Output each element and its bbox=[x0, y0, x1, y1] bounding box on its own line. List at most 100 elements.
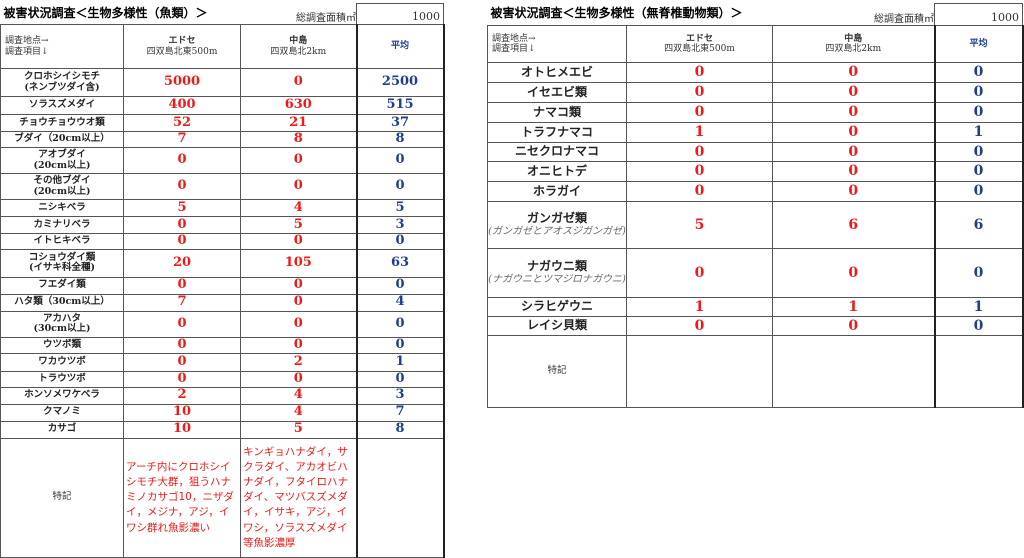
count-nakajima: 0 bbox=[772, 102, 936, 123]
note-edose bbox=[625, 335, 774, 408]
corner-header: 調査地点→調査項目↓ bbox=[0, 24, 124, 69]
average-header: 平均 bbox=[933, 25, 1024, 63]
note-average bbox=[355, 437, 445, 558]
count-edose: 1 bbox=[625, 297, 774, 317]
count-edose: 1 bbox=[625, 122, 774, 143]
count-nakajima: 8 bbox=[240, 131, 358, 148]
count-average: 0 bbox=[933, 181, 1024, 202]
table-row: クマノミ 10 4 7 bbox=[0, 403, 445, 422]
site-header-nakajima: 中島四双島北2km bbox=[240, 24, 358, 69]
count-edose: 2 bbox=[122, 386, 242, 405]
table-title: 被害状況調査＜生物多様性（無脊椎動物類）＞ bbox=[490, 6, 743, 21]
area-label: 総調査面積㎡ bbox=[296, 12, 357, 24]
count-edose: 5 bbox=[122, 199, 242, 217]
count-edose: 52 bbox=[122, 114, 242, 132]
species-name: カミナリベラ bbox=[0, 216, 124, 234]
site-header-edose: エドセ四双島北東500m bbox=[625, 25, 774, 63]
species-name: トラフナマコ bbox=[487, 122, 627, 143]
count-average: 0 bbox=[355, 310, 445, 338]
species-name: ニシキベラ bbox=[0, 199, 124, 217]
count-average: 3 bbox=[355, 216, 445, 234]
count-average: 0 bbox=[933, 62, 1024, 83]
count-edose: 0 bbox=[625, 102, 774, 123]
fish-survey-table: 被害状況調査＜生物多様性（魚類）＞ 総調査面積㎡ 1000 調査地点→調査項目↓… bbox=[0, 3, 445, 558]
note-nakajima bbox=[772, 335, 936, 408]
count-nakajima: 0 bbox=[772, 62, 936, 83]
table-row: ガンガゼ類(ガンガゼとアオスジガンガゼ) 5 6 6 bbox=[487, 201, 1024, 249]
site-header-nakajima: 中島四双島北2km bbox=[772, 25, 936, 63]
count-nakajima: 0 bbox=[240, 147, 358, 174]
species-subname: (20cm以上) bbox=[33, 185, 91, 197]
species-name: カサゴ bbox=[0, 420, 124, 439]
species-name: ホラガイ bbox=[487, 181, 627, 202]
count-average: 515 bbox=[355, 96, 445, 115]
count-nakajima: 0 bbox=[240, 68, 358, 97]
table-row: オトヒメエビ 0 0 0 bbox=[487, 62, 1024, 83]
count-edose: 400 bbox=[122, 96, 242, 115]
count-average: 0 bbox=[355, 336, 445, 354]
note-label: 特記 bbox=[487, 335, 627, 408]
corner-header: 調査地点→調査項目↓ bbox=[487, 25, 627, 63]
table-row: ニセクロナマコ 0 0 0 bbox=[487, 142, 1024, 162]
table-row: シラヒゲウニ 1 1 1 bbox=[487, 297, 1024, 317]
species-name: フエダイ類 bbox=[0, 276, 124, 295]
count-nakajima: 0 bbox=[240, 233, 358, 250]
count-edose: 0 bbox=[625, 62, 774, 83]
count-average: 0 bbox=[355, 276, 445, 295]
species-name: シラヒゲウニ bbox=[487, 297, 627, 317]
count-nakajima: 0 bbox=[240, 310, 358, 338]
species-name: ガンガゼ類(ガンガゼとアオスジガンガゼ) bbox=[487, 201, 627, 249]
species-name: チョウチョウウオ類 bbox=[0, 114, 124, 132]
species-name: アカハタ(30cm以上) bbox=[0, 310, 124, 338]
site-header-edose: エドセ四双島北東500m bbox=[122, 24, 242, 69]
count-average: 0 bbox=[933, 82, 1024, 103]
count-edose: 7 bbox=[122, 131, 242, 148]
count-average: 1 bbox=[355, 352, 445, 372]
table-row: ホラガイ 0 0 0 bbox=[487, 181, 1024, 202]
species-name: ハタ類（30cm以上） bbox=[0, 293, 124, 312]
area-value: 1000 bbox=[356, 3, 445, 25]
species-subname: (30cm以上) bbox=[33, 323, 91, 335]
count-edose: 0 bbox=[122, 336, 242, 354]
note-label: 特記 bbox=[0, 437, 124, 558]
count-nakajima: 0 bbox=[240, 336, 358, 354]
count-nakajima: 0 bbox=[240, 293, 358, 312]
species-subname: (ガンガゼとアオスジガンガゼ) bbox=[488, 226, 626, 238]
count-average: 7 bbox=[355, 403, 445, 422]
count-nakajima: 0 bbox=[772, 142, 936, 162]
species-name: その他ブダイ(20cm以上) bbox=[0, 173, 124, 200]
count-edose: 0 bbox=[122, 276, 242, 295]
count-nakajima: 5 bbox=[240, 216, 358, 234]
count-average: 0 bbox=[355, 173, 445, 200]
count-average: 0 bbox=[355, 370, 445, 388]
count-nakajima: 0 bbox=[240, 276, 358, 295]
table-title: 被害状況調査＜生物多様性（魚類）＞ bbox=[3, 5, 208, 20]
count-edose: 0 bbox=[122, 147, 242, 174]
table-row: コショウダイ類(イサキ科全種) 20 105 63 bbox=[0, 248, 445, 278]
species-subname: (20cm以上) bbox=[33, 159, 91, 171]
count-edose: 0 bbox=[122, 310, 242, 338]
count-edose: 0 bbox=[625, 181, 774, 202]
note-edose: アーチ内にクロホシイシモチ大群，狙うハナミノカサゴ10，ニザダイ，メジナ，アジ，… bbox=[122, 437, 242, 558]
count-average: 8 bbox=[355, 131, 445, 148]
count-average: 0 bbox=[933, 248, 1024, 298]
species-subname: (ナガウニとツマジロナガウニ) bbox=[488, 274, 626, 286]
table-row: ウツボ類 0 0 0 bbox=[0, 336, 445, 354]
count-nakajima: 6 bbox=[772, 201, 936, 249]
species-name: クロホシイシモチ(ネンブツダイ含) bbox=[0, 68, 124, 97]
species-name: クマノミ bbox=[0, 403, 124, 422]
species-name: ソラスズメダイ bbox=[0, 96, 124, 115]
count-edose: 0 bbox=[122, 370, 242, 388]
species-name: ナマコ類 bbox=[487, 102, 627, 123]
count-edose: 0 bbox=[625, 161, 774, 182]
count-nakajima: 105 bbox=[240, 248, 358, 278]
table-row: その他ブダイ(20cm以上) 0 0 0 bbox=[0, 173, 445, 200]
count-nakajima: 0 bbox=[772, 248, 936, 298]
species-name: レイシ貝類 bbox=[487, 316, 627, 336]
table-row: ハタ類（30cm以上） 7 0 4 bbox=[0, 293, 445, 312]
table-row: カミナリベラ 0 5 3 bbox=[0, 216, 445, 234]
count-edose: 5000 bbox=[122, 68, 242, 97]
species-name: イトヒキベラ bbox=[0, 233, 124, 250]
count-average: 8 bbox=[355, 420, 445, 439]
count-average: 0 bbox=[933, 161, 1024, 182]
